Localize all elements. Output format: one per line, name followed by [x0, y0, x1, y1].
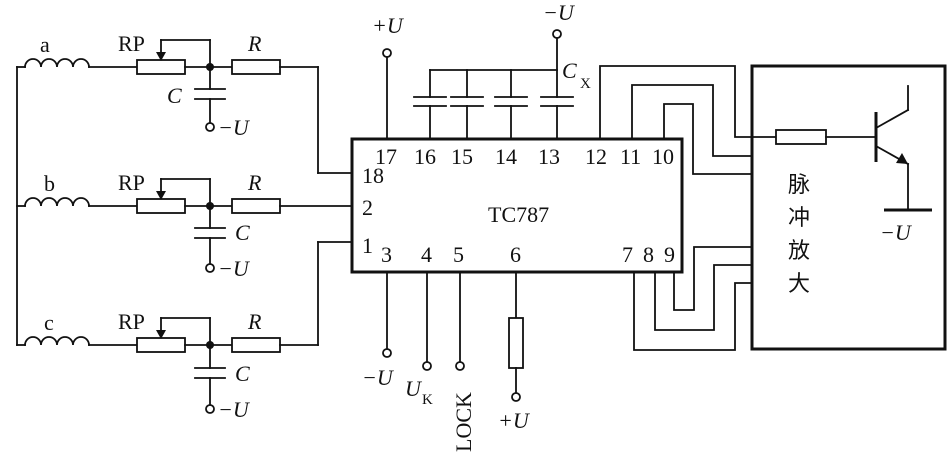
pin-10-label: 10	[652, 144, 674, 169]
pin-2-label: 2	[362, 195, 373, 220]
pin-6-supply: +U	[498, 271, 531, 433]
pin-1-label: 1	[362, 233, 373, 258]
potentiometer-rp-b	[136, 198, 186, 214]
pin-7-label: 7	[622, 242, 633, 267]
pulse-amplifier-block	[750, 64, 947, 351]
pin-14-label: 14	[495, 144, 517, 169]
transistor-driver: −U	[751, 85, 932, 245]
pin-4-control: U K	[405, 271, 433, 408]
pin-16-label: 16	[414, 144, 436, 169]
pin-3-supply: −U	[362, 271, 395, 390]
pin-18-label: 18	[362, 163, 384, 188]
resistor-r-c	[231, 337, 281, 353]
cx-label: C	[562, 58, 577, 83]
base-resistor	[775, 129, 827, 145]
uk-label: U	[405, 376, 423, 401]
potentiometer-rp-a	[136, 59, 186, 75]
c-c-label: C	[235, 361, 250, 386]
coil-b	[24, 197, 90, 207]
amp-char-3: 放	[788, 239, 810, 264]
neg-u-3-label: −U	[362, 365, 395, 390]
pin-17-label: 17	[375, 144, 397, 169]
rp-b-label: RP	[118, 170, 145, 195]
c-a-label: C	[167, 83, 182, 108]
r-b-label: R	[247, 170, 262, 195]
pin-4-label: 4	[421, 242, 432, 267]
pin-12-label: 12	[585, 144, 607, 169]
pos-u-17-label: +U	[372, 13, 405, 38]
amp-char-1: 脉	[788, 173, 810, 198]
uk-subscript: K	[422, 392, 433, 408]
neg-u-b-label: −U	[218, 256, 251, 281]
neg-u-13-label: −U	[543, 0, 576, 25]
coil-c-label: c	[44, 310, 54, 335]
rp-c-label: RP	[118, 309, 145, 334]
coil-c	[24, 336, 90, 346]
pin-6-label: 6	[510, 242, 521, 267]
cx-capacitor-bank: −U C X	[413, 0, 591, 140]
amp-char-4: 大	[788, 272, 810, 297]
pin-5-lock: LOCK	[451, 271, 476, 452]
amp-char-2: 冲	[788, 206, 810, 231]
tc787-chip	[350, 137, 684, 274]
pin-13-label: 13	[538, 144, 560, 169]
resistor-r-a	[231, 59, 281, 75]
pin-17-supply: +U	[372, 13, 405, 140]
phase-c-input: c RP R C −U	[16, 241, 353, 422]
upper-output-lines	[599, 65, 753, 175]
coil-a-label: a	[40, 32, 50, 57]
pin-11-label: 11	[620, 144, 641, 169]
pin-9-label: 9	[664, 242, 675, 267]
cx-subscript: X	[580, 76, 591, 92]
neg-u-c-label: −U	[218, 397, 251, 422]
c-b-label: C	[235, 220, 250, 245]
lower-output-lines	[633, 246, 753, 351]
chip-name: TC787	[488, 202, 549, 227]
pin-5-label: 5	[453, 242, 464, 267]
resistor-r-b	[231, 198, 281, 214]
potentiometer-rp-c	[136, 337, 186, 353]
r-a-label: R	[247, 31, 262, 56]
lock-label: LOCK	[451, 392, 476, 452]
coil-b-label: b	[44, 171, 55, 196]
pos-u-6-label: +U	[498, 408, 531, 433]
pin-6-resistor	[508, 317, 524, 369]
coil-a	[24, 58, 90, 68]
rp-a-label: RP	[118, 31, 145, 56]
phase-a-input: a RP R C −U	[16, 31, 353, 174]
pin-3-label: 3	[381, 242, 392, 267]
pin-15-label: 15	[451, 144, 473, 169]
pin-8-label: 8	[643, 242, 654, 267]
neg-u-a-label: −U	[218, 115, 251, 140]
phase-b-input: b RP R C −U	[16, 170, 353, 281]
neg-u-emitter-label: −U	[880, 220, 913, 245]
r-c-label: R	[247, 309, 262, 334]
